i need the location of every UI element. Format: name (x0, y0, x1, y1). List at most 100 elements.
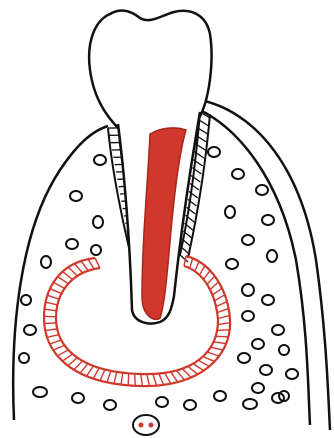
hatch-line (211, 347, 223, 350)
marrow-space (243, 399, 257, 409)
hatch-line (182, 369, 191, 378)
tooth-crown (89, 11, 211, 130)
hatch-line (53, 282, 64, 288)
marrow-space (260, 365, 272, 375)
marrow-space (41, 256, 51, 268)
hatch-line (88, 259, 94, 269)
hatch-line (63, 272, 73, 280)
marrow-space (72, 393, 84, 403)
hatch-line (210, 282, 219, 290)
marrow-space (226, 259, 238, 269)
hatch-line (216, 336, 229, 337)
marrow-space (184, 400, 196, 410)
hatch-line (216, 302, 227, 307)
hatch-line (74, 264, 82, 273)
pdl-hatch-line (199, 120, 209, 126)
marrow-space (33, 387, 47, 397)
hatch-line (47, 295, 59, 299)
hatch-line (165, 373, 171, 384)
hatch-line (188, 366, 198, 374)
hatch-line (184, 256, 186, 266)
marrow-space (214, 391, 226, 401)
hatch-line (218, 323, 230, 325)
marrow-space (252, 383, 264, 393)
marrow-space (70, 191, 82, 201)
hatch-line (159, 374, 164, 385)
hatch-line (171, 372, 178, 382)
hatch-line (68, 267, 77, 276)
hatch-line (107, 371, 111, 382)
marrow-space (256, 185, 268, 195)
hatch-line (204, 271, 211, 280)
hatch-line (147, 374, 150, 386)
hatch-line (47, 335, 59, 338)
marrow-space (21, 295, 31, 305)
hatch-line (58, 277, 69, 284)
hatch-line (93, 368, 99, 379)
hatch-line (207, 276, 215, 284)
marrow-space (262, 295, 274, 305)
marrow-space (24, 325, 36, 335)
hatch-line (58, 350, 69, 356)
marrow-space (66, 239, 78, 249)
marrow-space (156, 397, 168, 407)
hatch-line (114, 372, 117, 384)
hatch-line (74, 361, 83, 370)
marrow-space (242, 235, 254, 245)
pdl-hatch-line (181, 247, 189, 254)
marrow-space (104, 400, 116, 410)
hatch-line (198, 360, 209, 366)
hatch-line (128, 373, 129, 385)
hatch-line (121, 373, 123, 385)
hatch-line (44, 323, 56, 324)
hatch-line (135, 374, 136, 386)
marrow-space (94, 155, 106, 165)
hatch-line (195, 262, 199, 272)
hatch-line (203, 356, 215, 361)
marrow-space (91, 245, 101, 255)
marrow-space (279, 345, 289, 355)
hatch-line (95, 258, 100, 268)
marrow-space (238, 353, 250, 363)
hatch-line (193, 364, 203, 371)
hatch-line (100, 369, 105, 380)
hatch-line (62, 354, 72, 361)
marrow-space (232, 169, 244, 179)
hatch-line (217, 330, 230, 331)
hatch-line (177, 370, 185, 380)
hatch-line (44, 309, 56, 311)
hatch-line (213, 342, 226, 344)
marrow-space (208, 147, 220, 157)
hatch-line (190, 258, 193, 268)
hatch-line (87, 366, 94, 376)
marrow-space (252, 339, 264, 349)
hatch-line (81, 261, 88, 271)
hatch-line (207, 352, 219, 356)
marrow-space (19, 353, 29, 363)
hatch-line (80, 364, 88, 374)
hatch-line (50, 289, 61, 294)
hatch-line (212, 288, 222, 295)
hatch-line (214, 295, 224, 301)
hatch-line (46, 302, 58, 305)
hatch-line (53, 345, 64, 350)
hatch-line (153, 374, 157, 386)
hatch-line (217, 309, 228, 313)
marrow-space (262, 215, 274, 225)
marrow-space (93, 216, 103, 228)
hatch-line (50, 340, 62, 344)
hatch-line (68, 358, 78, 366)
marrow-space (272, 325, 284, 335)
hatch-line (45, 329, 57, 331)
hatch-line (141, 374, 143, 386)
blood-vessel (133, 415, 159, 435)
marrow-space (286, 369, 298, 379)
marrow-space (225, 206, 235, 218)
hatch-line (199, 266, 204, 275)
marrow-space (242, 284, 254, 296)
marrow-space (242, 311, 254, 321)
marrow-space (267, 250, 277, 262)
hatch-line (218, 316, 230, 319)
